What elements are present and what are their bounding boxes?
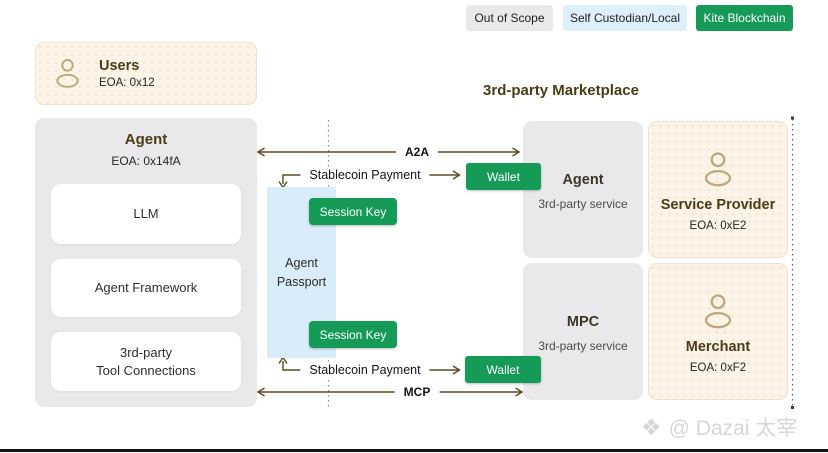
mpc-card: MPC 3rd-party service <box>523 263 643 400</box>
users-title: Users <box>99 58 140 74</box>
mcp-arrow <box>256 387 524 397</box>
wallet-bottom-button: Wallet <box>465 356 541 383</box>
module-tool-connections-line1: 3rd-party <box>119 344 173 360</box>
merchant-card: Merchant EOA: 0xF2 <box>648 263 788 400</box>
agent-title: Agent <box>124 131 168 148</box>
legend-kite-blockchain: Kite Blockchain <box>696 5 793 31</box>
stablecoin-bottom-label: Stablecoin Payment <box>300 362 430 378</box>
agent-service-card: Agent 3rd-party service <box>523 121 643 258</box>
service-provider-title: Service Provider <box>660 197 776 213</box>
session-key-top-button: Session Key <box>309 198 397 225</box>
module-llm: LLM <box>51 184 241 244</box>
service-provider-eoa: EOA: 0xE2 <box>689 220 747 232</box>
users-eoa: EOA: 0x12 <box>99 77 155 89</box>
session-key-bottom-button: Session Key <box>309 321 397 348</box>
bottom-divider <box>0 449 828 452</box>
passport-line2: Passport <box>276 274 327 289</box>
person-icon <box>54 58 81 89</box>
a2a-label: A2A <box>395 144 439 160</box>
module-tool-connections: 3rd-party Tool Connections <box>51 332 241 391</box>
module-tool-connections-line2: Tool Connections <box>96 362 196 378</box>
module-agent-framework: Agent Framework <box>51 259 241 317</box>
mpc-title: MPC <box>566 314 600 330</box>
watermark: ❖ @ Dazai 太宰 <box>641 412 797 442</box>
agent-service-subtitle: 3rd-party service <box>538 197 628 211</box>
passport-line1: Agent <box>285 255 318 270</box>
merchant-title: Merchant <box>685 339 751 355</box>
mpc-subtitle: 3rd-party service <box>538 339 628 353</box>
agent-card: Agent EOA: 0x14fA LLM Agent Framework 3r… <box>35 118 257 407</box>
person-icon <box>702 293 734 330</box>
legend-self-custodian: Self Custodian/Local <box>563 5 687 31</box>
module-llm-label: LLM <box>133 206 159 222</box>
wallet-top-button: Wallet <box>466 163 541 190</box>
module-agent-framework-label: Agent Framework <box>94 280 198 296</box>
agent-eoa: EOA: 0x14fA <box>111 154 181 168</box>
person-icon <box>702 151 734 188</box>
watermark-text: @ Dazai 太宰 <box>668 417 798 440</box>
merchant-eoa: EOA: 0xF2 <box>689 362 747 374</box>
legend-out-of-scope: Out of Scope <box>466 5 553 31</box>
marketplace-title: 3rd-party Marketplace <box>483 82 639 99</box>
agent-service-title: Agent <box>562 172 604 188</box>
service-provider-card: Service Provider EOA: 0xE2 <box>648 121 788 258</box>
diamond-icon: ❖ <box>641 413 662 440</box>
mcp-label: MCP <box>394 384 440 400</box>
users-card: Users EOA: 0x12 <box>35 42 257 105</box>
a2a-arrow <box>256 147 521 157</box>
stablecoin-top-label: Stablecoin Payment <box>300 167 430 183</box>
